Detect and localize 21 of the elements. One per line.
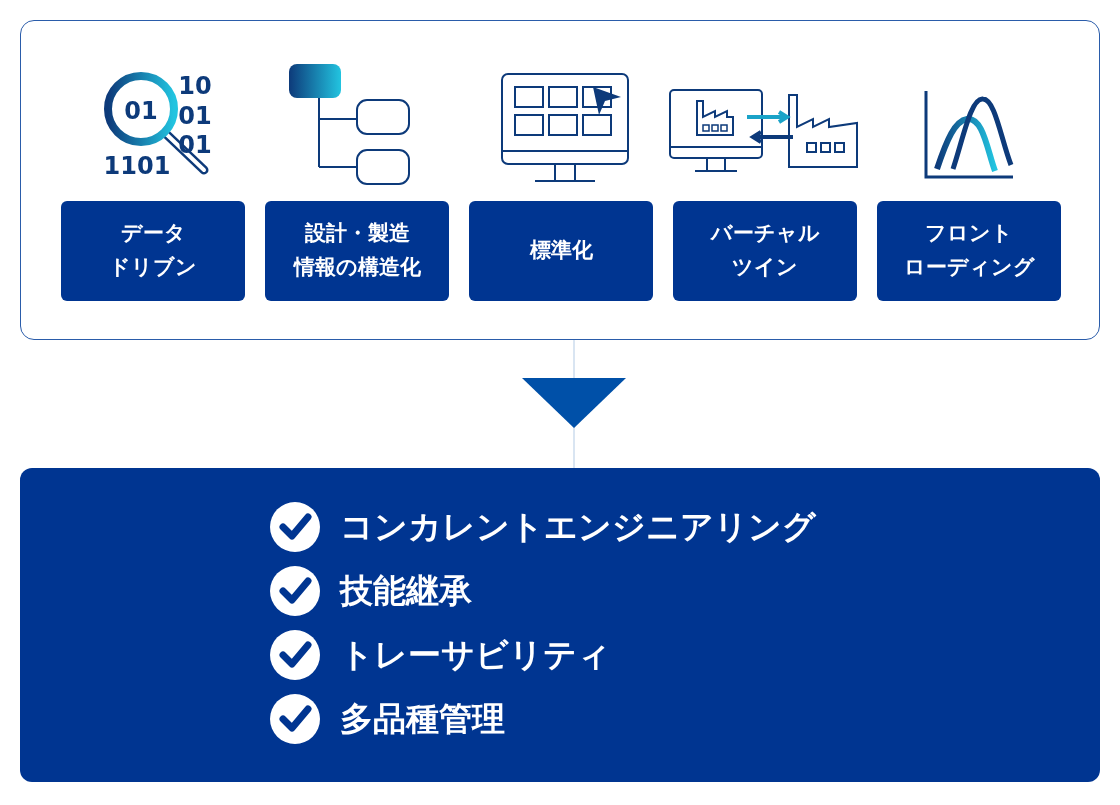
panel-frame	[20, 20, 1100, 340]
binary-digits: 1101	[103, 152, 171, 180]
result-panel	[20, 468, 1100, 782]
binary-digits: 10	[178, 72, 212, 100]
card-text: バーチャルツイン	[710, 220, 820, 281]
item-text: 技能継承	[340, 570, 472, 612]
card-text: データドリブン	[109, 220, 197, 281]
item-text: コンカレントエンジニアリング	[340, 506, 816, 548]
binary-digits: 01	[124, 97, 158, 125]
label-card	[265, 201, 449, 301]
card-text: 標準化	[529, 237, 593, 265]
label-card	[877, 201, 1061, 301]
item-text: 多品種管理	[340, 698, 505, 740]
item-text: トレーサビリティ	[340, 634, 611, 676]
label-card	[469, 201, 653, 301]
down-arrow	[522, 339, 626, 469]
card-text: 設計・製造情報の構造化	[293, 220, 421, 281]
card-text: フロントローディング	[903, 220, 1035, 281]
binary-digits: 01	[178, 102, 212, 130]
label-card	[61, 201, 245, 301]
label-card	[673, 201, 857, 301]
